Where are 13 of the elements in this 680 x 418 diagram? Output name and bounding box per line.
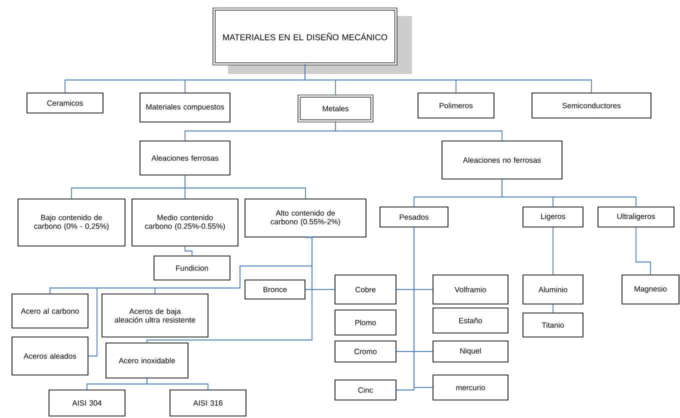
connector-line bbox=[146, 236, 312, 344]
connector-line bbox=[304, 289, 336, 290]
connector-line bbox=[552, 226, 554, 276]
title-box: MATERIALES EN EL DISEÑO MECÁNICO bbox=[212, 8, 412, 74]
connector-line bbox=[184, 174, 306, 200]
connector-line bbox=[636, 226, 651, 276]
connector-line bbox=[335, 120, 502, 142]
connector-line bbox=[552, 304, 554, 314]
connector-line bbox=[414, 226, 434, 388]
connector-line bbox=[304, 64, 592, 94]
connector-line bbox=[502, 178, 636, 208]
connector-line bbox=[146, 378, 208, 390]
connector-line bbox=[184, 246, 192, 256]
